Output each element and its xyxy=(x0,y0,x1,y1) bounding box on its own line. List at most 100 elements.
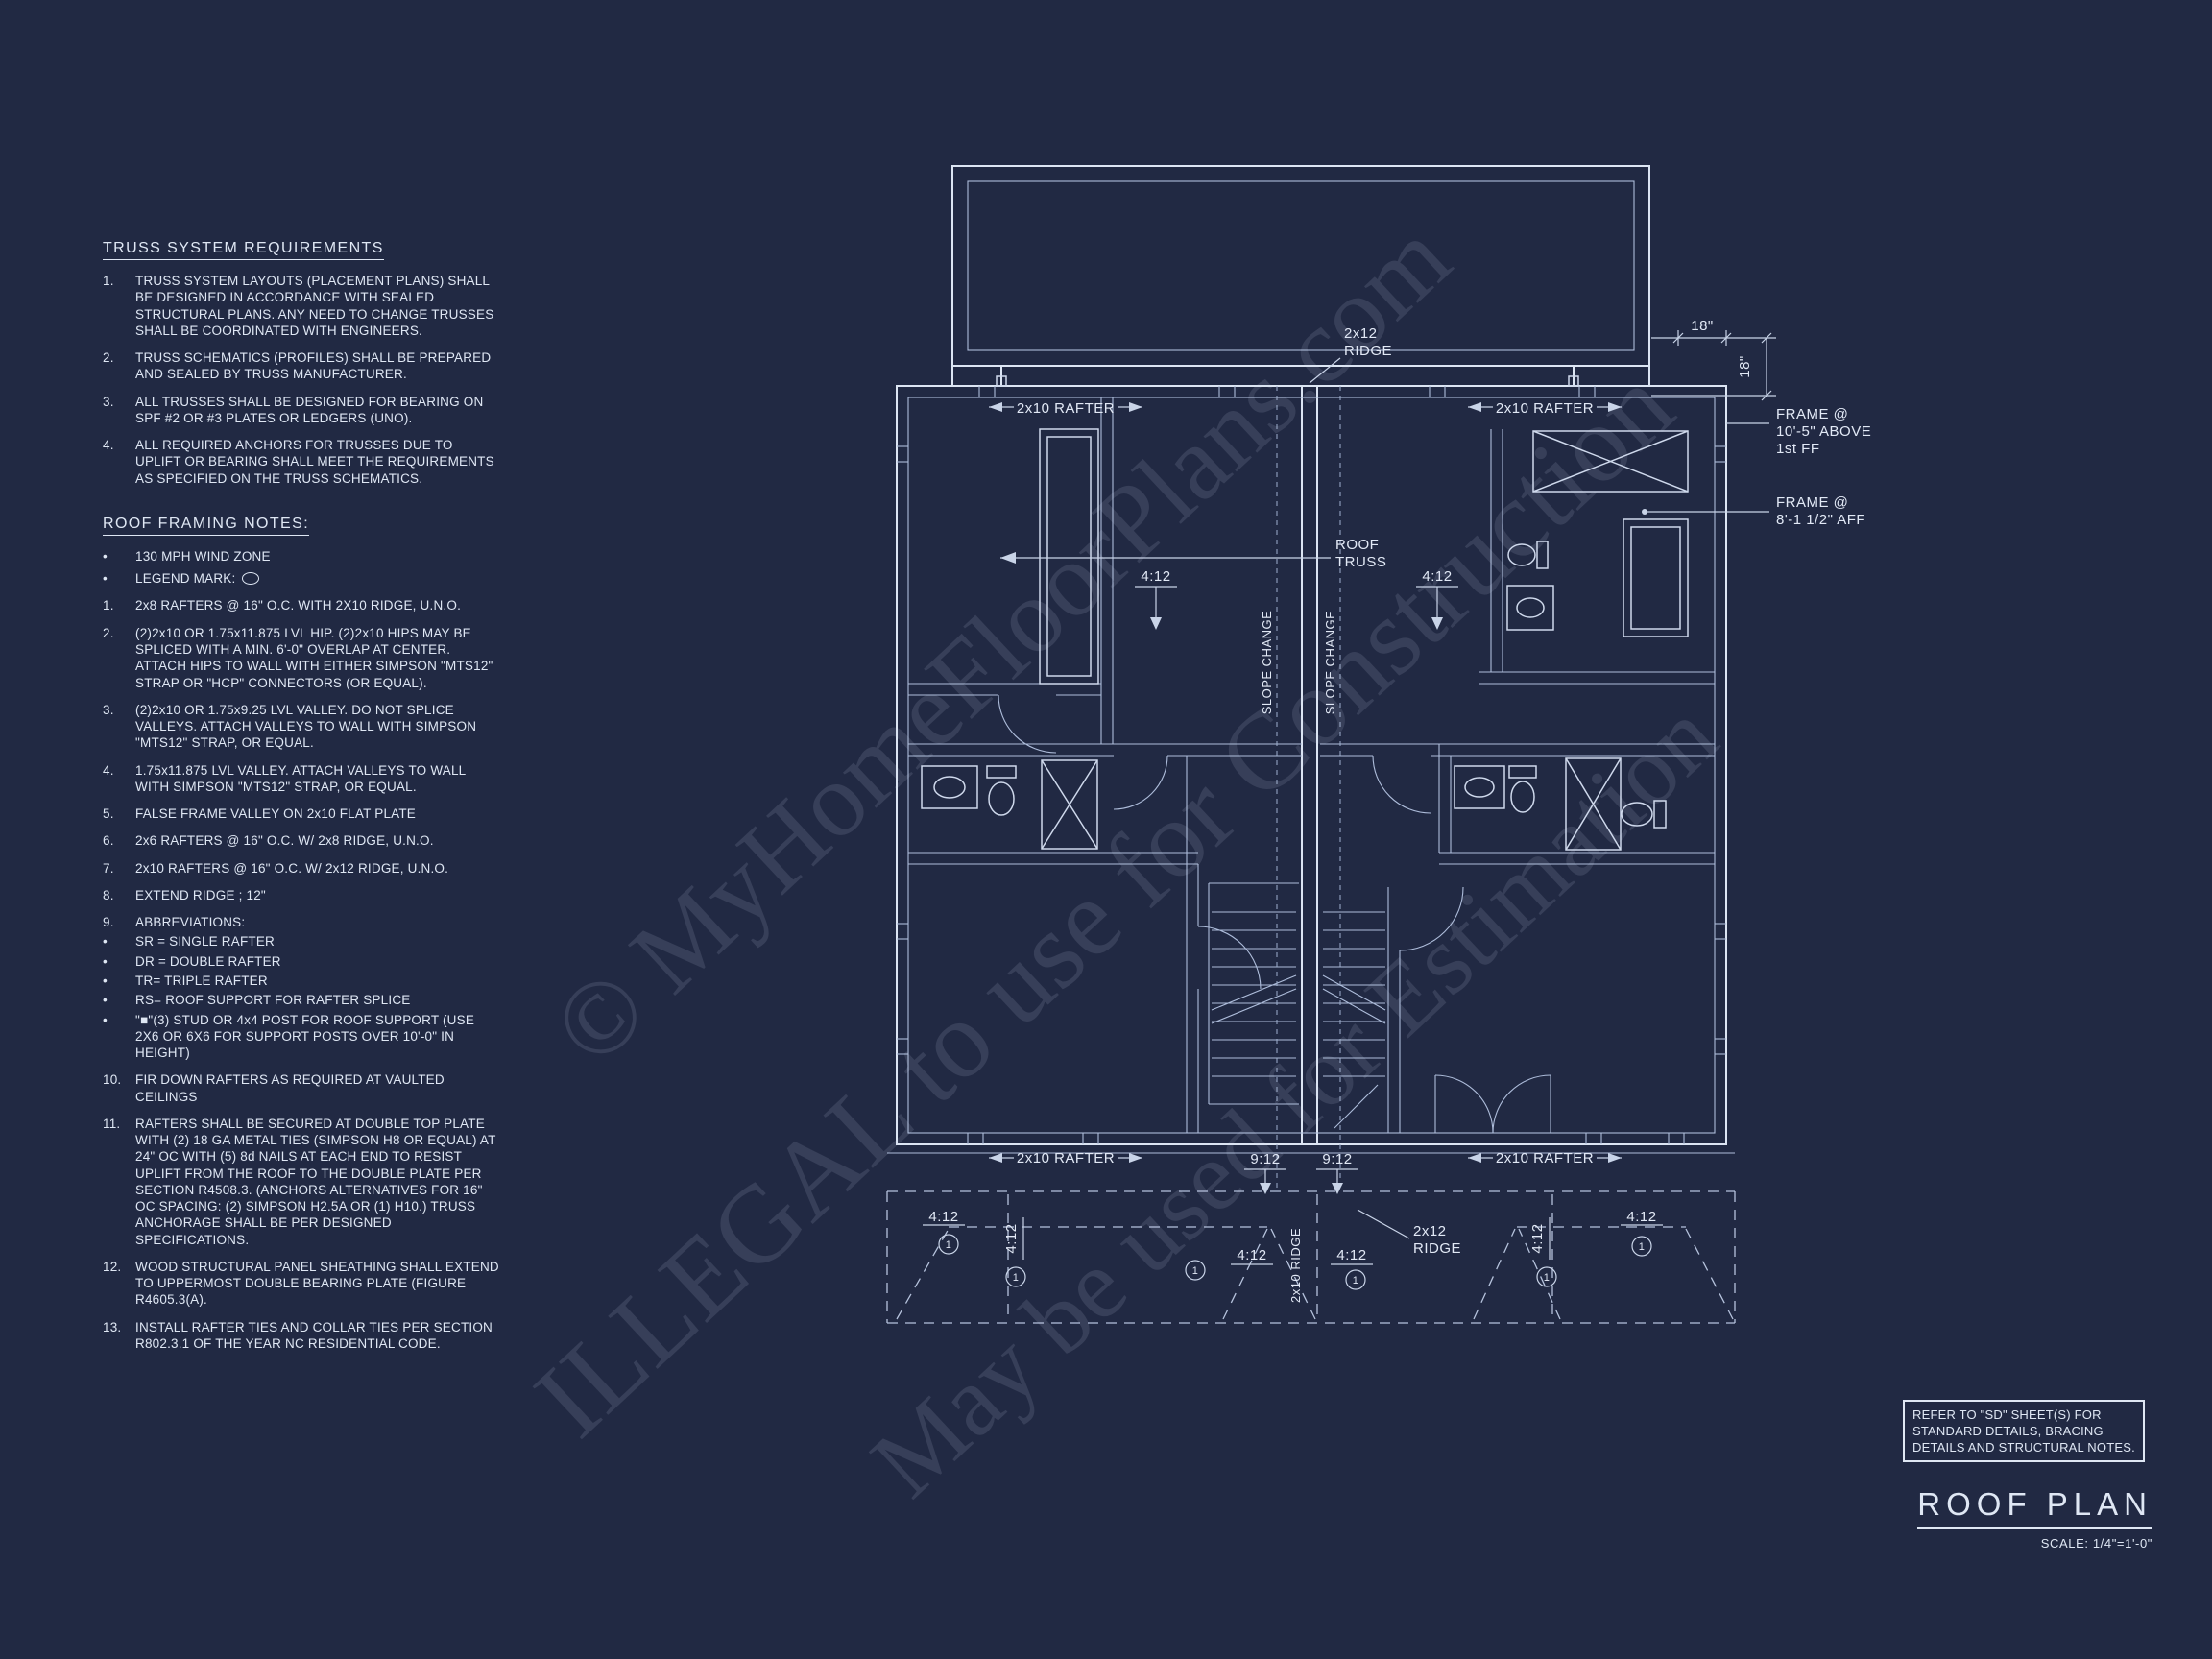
note-text: WOOD STRUCTURAL PANEL SHEATHING SHALL EX… xyxy=(135,1259,499,1308)
note-num: 11. xyxy=(103,1116,121,1131)
label-slope-412-top-left: 4:12 xyxy=(1141,568,1170,585)
framing-subitem: • RS= ROOF SUPPORT FOR RAFTER SPLICE xyxy=(103,992,500,1008)
note-num: 1. xyxy=(103,598,114,613)
framing-subitem: • "■"(3) STUD OR 4x4 POST FOR ROOF SUPPO… xyxy=(103,1012,500,1062)
label-dim-18-vertical: 18" xyxy=(1737,355,1753,378)
note-bullet: • xyxy=(103,548,108,564)
note-bullet: • xyxy=(103,973,108,988)
label-slope-912-left: 9:12 xyxy=(1250,1151,1280,1167)
label-ridge-top-2: RIDGE xyxy=(1344,343,1392,359)
note-text: RS= ROOF SUPPORT FOR RAFTER SPLICE xyxy=(135,993,411,1008)
label-ridge-2x10-vertical: 2x10 RIDGE xyxy=(1288,1228,1303,1303)
sheet-scale: SCALE: 1/4"=1'-0" xyxy=(2040,1536,2152,1551)
note-text: TRUSS SCHEMATICS (PROFILES) SHALL BE PRE… xyxy=(135,350,492,382)
note-text: 130 MPH WIND ZONE xyxy=(135,548,271,564)
note-text: FIR DOWN RAFTERS AS REQUIRED AT VAULTED … xyxy=(135,1072,445,1104)
note-text: FALSE FRAME VALLEY ON 2x10 FLAT PLATE xyxy=(135,806,417,822)
interior-walls-layer xyxy=(887,180,1735,1154)
roof-framing-notes-title: ROOF FRAMING NOTES: xyxy=(103,515,500,536)
framing-note-item: 3. (2)2x10 OR 1.75x9.25 LVL VALLEY. DO N… xyxy=(103,702,500,752)
framing-note-item: 12. WOOD STRUCTURAL PANEL SHEATHING SHAL… xyxy=(103,1259,500,1309)
note-text: (2)2x10 OR 1.75x9.25 LVL VALLEY. DO NOT … xyxy=(135,702,477,751)
roof-framing-notes-title-text: ROOF FRAMING NOTES: xyxy=(103,515,310,536)
keynote-circle-label: 1 xyxy=(1353,1275,1359,1286)
dashed-roof-layer xyxy=(886,1190,1736,1324)
keynote-circle-label: 1 xyxy=(1639,1241,1646,1253)
framing-note-item: 10. FIR DOWN RAFTERS AS REQUIRED AT VAUL… xyxy=(103,1071,500,1105)
framing-note-item: 6. 2x6 RAFTERS @ 16" O.C. W/ 2x8 RIDGE, … xyxy=(103,832,500,849)
note-bullet: • xyxy=(103,1012,108,1027)
label-frame2-line2: 8'-1 1/2" AFF xyxy=(1776,512,1865,528)
note-num: 9. xyxy=(103,915,114,930)
note-num: 2. xyxy=(103,625,114,640)
note-num: 3. xyxy=(103,702,114,717)
notes-column: TRUSS SYSTEM REQUIREMENTS 1. TRUSS SYSTE… xyxy=(103,240,500,1362)
truss-note-item: 2. TRUSS SCHEMATICS (PROFILES) SHALL BE … xyxy=(103,349,500,383)
sd-reference-note: REFER TO "SD" SHEET(S) FOR STANDARD DETA… xyxy=(1903,1400,2145,1463)
annotation-layer xyxy=(923,330,1776,1290)
note-num: 3. xyxy=(103,394,114,409)
label-slope-412-eave-3: 4:12 xyxy=(1237,1247,1266,1263)
note-text: TR= TRIPLE RAFTER xyxy=(135,973,268,988)
note-text: EXTEND RIDGE ; 12" xyxy=(135,887,266,902)
truss-note-item: 3. ALL TRUSSES SHALL BE DESIGNED FOR BEA… xyxy=(103,394,500,427)
framing-subitem: • SR = SINGLE RAFTER xyxy=(103,933,500,950)
label-roof-truss-1: ROOF xyxy=(1335,537,1379,553)
label-frame1-line3: 1st FF xyxy=(1776,441,1820,457)
label-dim-18-horizontal: 18" xyxy=(1691,318,1714,334)
note-bullet: • xyxy=(103,993,108,1008)
note-text: DR = DOUBLE RAFTER xyxy=(135,953,281,969)
framing-subitem: • DR = DOUBLE RAFTER xyxy=(103,953,500,970)
keynote-circle-label: 1 xyxy=(946,1239,952,1251)
label-rafter-bottom-right: 2x10 RAFTER xyxy=(1496,1150,1594,1166)
framing-note-item: 9. ABBREVIATIONS: xyxy=(103,914,500,930)
fixtures-layer xyxy=(921,375,1689,851)
framing-subitem: • TR= TRIPLE RAFTER xyxy=(103,973,500,989)
note-text: "■"(3) STUD OR 4x4 POST FOR ROOF SUPPORT… xyxy=(135,1012,475,1061)
label-frame1-line2: 10'-5" ABOVE xyxy=(1776,423,1871,440)
keynote-circle-label: 1 xyxy=(1544,1272,1551,1284)
note-num: 13. xyxy=(103,1319,122,1334)
label-rafter-top-left: 2x10 RAFTER xyxy=(1017,400,1115,417)
label-slope-412-eave-4: 4:12 xyxy=(1336,1247,1366,1263)
framing-bullet: • 130 MPH WIND ZONE xyxy=(103,548,500,565)
note-num: 4. xyxy=(103,438,114,453)
label-ridge-top-1: 2x12 xyxy=(1344,325,1378,342)
note-bullet: • xyxy=(103,953,108,969)
note-text: 1.75x11.875 LVL VALLEY. ATTACH VALLEYS T… xyxy=(135,762,466,794)
label-ridge-bottom-1: 2x12 xyxy=(1413,1223,1447,1239)
keynote-circle-label: 1 xyxy=(1013,1272,1020,1284)
note-bullet: • xyxy=(103,934,108,950)
note-num: 12. xyxy=(103,1259,122,1274)
framing-note-item: 2. (2)2x10 OR 1.75x11.875 LVL HIP. (2)2x… xyxy=(103,625,500,691)
label-slope-412-eave-5: 4:12 xyxy=(1529,1223,1546,1253)
note-num: 1. xyxy=(103,274,114,288)
framing-note-item: 5. FALSE FRAME VALLEY ON 2x10 FLAT PLATE xyxy=(103,805,500,822)
sheet-title: ROOF PLAN xyxy=(1917,1486,2152,1529)
slope-change-lines xyxy=(1276,386,1341,1191)
note-num: 10. xyxy=(103,1072,122,1088)
label-ridge-bottom-2: RIDGE xyxy=(1413,1240,1461,1257)
labels-layer: 2x12 RIDGE 2x10 RAFTER 2x10 RAFTER 18" 1… xyxy=(928,318,1871,1303)
truss-note-item: 4. ALL REQUIRED ANCHORS FOR TRUSSES DUE … xyxy=(103,437,500,487)
label-slope-412-eave-6: 4:12 xyxy=(1626,1209,1656,1225)
note-num: 8. xyxy=(103,887,114,902)
note-num: 2. xyxy=(103,350,114,366)
note-text: 2x10 RAFTERS @ 16" O.C. W/ 2x12 RIDGE, U… xyxy=(135,860,449,876)
label-frame1-line1: FRAME @ xyxy=(1776,406,1848,422)
note-text: LEGEND MARK: xyxy=(135,570,500,587)
note-text: (2)2x10 OR 1.75x11.875 LVL HIP. (2)2x10 … xyxy=(135,625,493,690)
note-text: TRUSS SYSTEM LAYOUTS (PLACEMENT PLANS) S… xyxy=(135,274,494,338)
label-slope-912-right: 9:12 xyxy=(1322,1151,1352,1167)
note-num: 7. xyxy=(103,860,114,876)
roof-framing-notes-section: ROOF FRAMING NOTES: • 130 MPH WIND ZONE … xyxy=(103,515,500,1352)
label-slope-412-eave-2: 4:12 xyxy=(1003,1223,1020,1253)
note-text: INSTALL RAFTER TIES AND COLLAR TIES PER … xyxy=(135,1319,493,1352)
walls-layer xyxy=(896,165,1727,1145)
keynote-circle-label: 1 xyxy=(1192,1265,1199,1277)
note-num: 6. xyxy=(103,833,114,849)
truss-requirements-title-text: TRUSS SYSTEM REQUIREMENTS xyxy=(103,240,384,260)
note-text: 2x8 RAFTERS @ 16" O.C. WITH 2X10 RIDGE, … xyxy=(135,598,462,613)
